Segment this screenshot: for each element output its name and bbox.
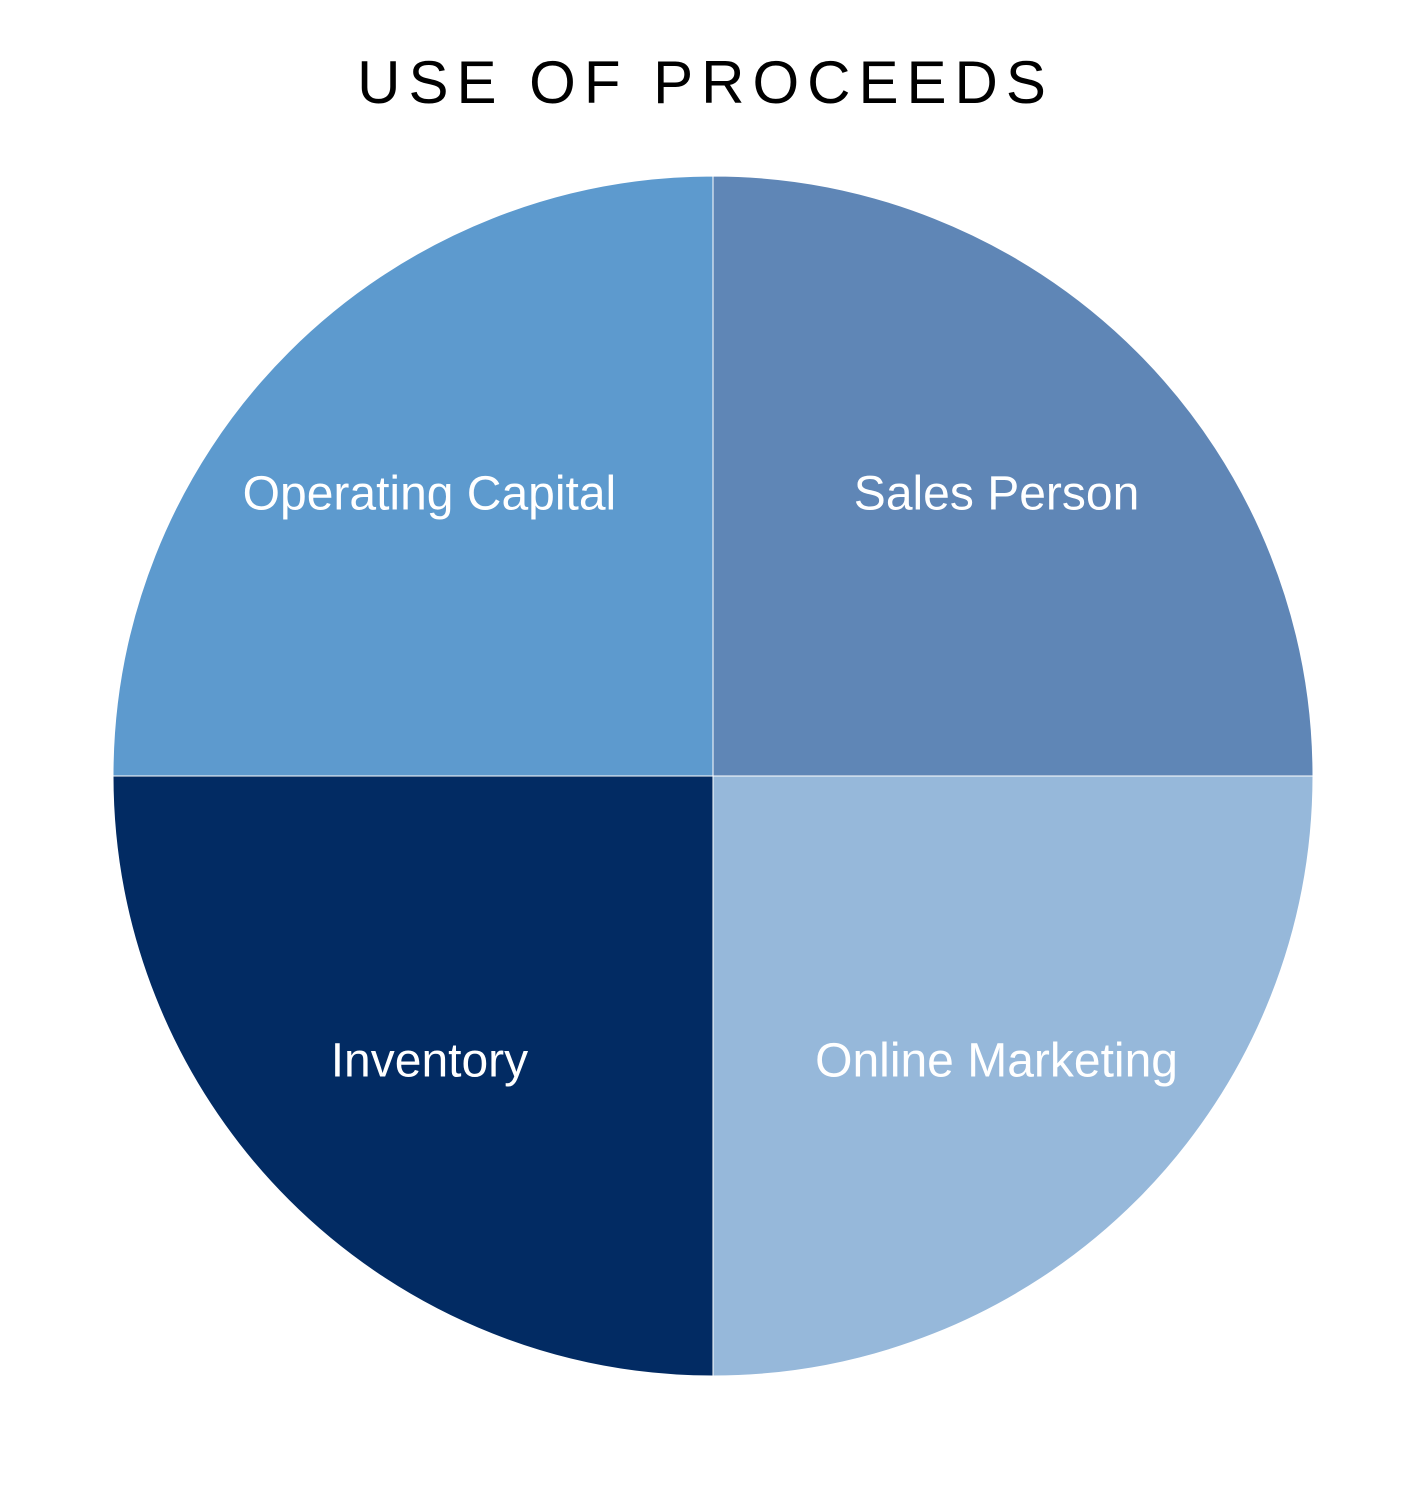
pie-label-operating-capital: Operating Capital — [243, 467, 617, 520]
pie-slice-inventory — [112, 775, 714, 1377]
pie-slices — [112, 175, 1314, 1377]
pie-slice-sales-person — [712, 175, 1314, 777]
pie-label-sales-person: Sales Person — [854, 467, 1140, 520]
pie-slice-online-marketing — [712, 775, 1314, 1377]
chart-title: USE OF PROCEEDS — [357, 49, 1054, 116]
pie-label-online-marketing: Online Marketing — [815, 1034, 1178, 1087]
pie-slice-operating-capital — [112, 175, 714, 777]
pie-label-inventory: Inventory — [331, 1034, 528, 1087]
